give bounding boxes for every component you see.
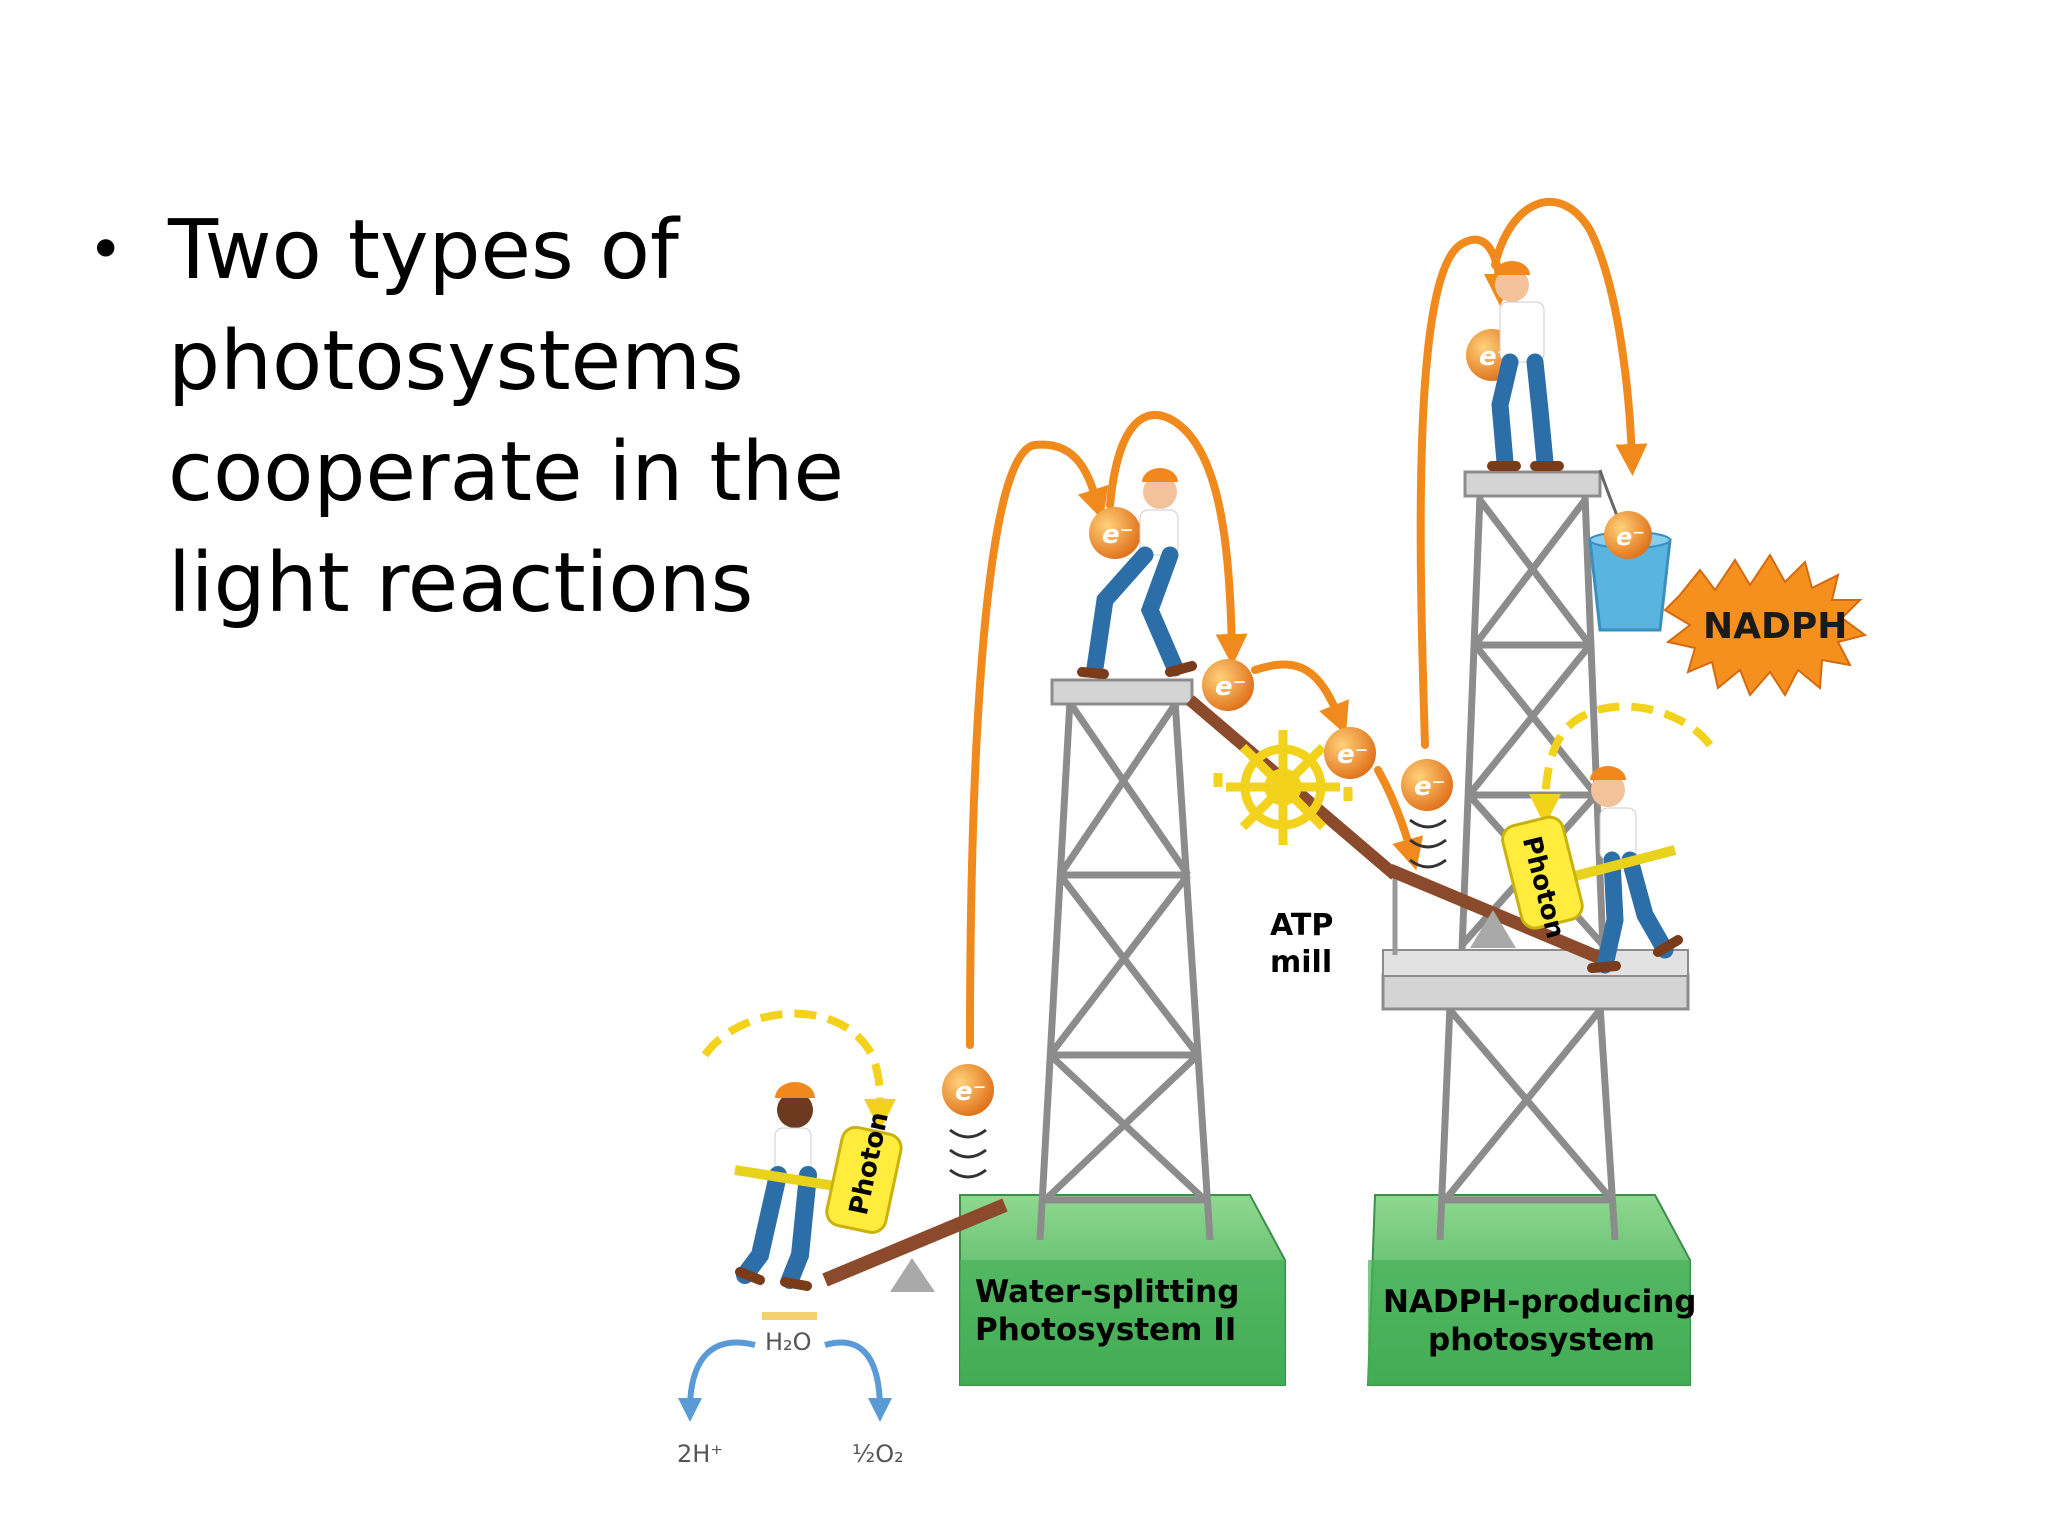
electron-label: e⁻ xyxy=(1102,520,1133,550)
ps2-label-line1: Water-splitting xyxy=(975,1274,1239,1310)
electron-label: e⁻ xyxy=(1215,672,1246,702)
ps1-lower-platform xyxy=(1381,973,1690,1011)
oxygen-label: ½O₂ xyxy=(852,1440,904,1468)
proton-arrow xyxy=(678,1339,756,1422)
atp-mill-label-line2: mill xyxy=(1270,945,1332,980)
photon-path-left xyxy=(701,1009,897,1131)
nadph-burst: NADPH xyxy=(1663,553,1868,697)
electron-5: e⁻ xyxy=(1401,759,1453,869)
atp-mill-wheel xyxy=(1213,730,1353,845)
electron-4: e⁻ xyxy=(1324,727,1376,779)
worker-top xyxy=(1487,261,1564,471)
ps1-label-line2: photosystem xyxy=(1428,1322,1655,1358)
electron-label: e⁻ xyxy=(1414,772,1445,802)
water-marker xyxy=(762,1312,817,1320)
left-lever xyxy=(822,1198,1008,1287)
ps2-label-line2: Photosystem II xyxy=(975,1312,1236,1348)
electron-3: e⁻ xyxy=(1202,659,1254,711)
bullet-marker: • xyxy=(88,215,124,285)
electron-label: e⁻ xyxy=(955,1077,986,1107)
photon-mallet-left: Photon xyxy=(825,1109,903,1234)
ps1-base xyxy=(1366,1194,1691,1386)
bullet-item: • Two types of photosystems cooperate in… xyxy=(88,195,988,639)
ps1-tower-lower xyxy=(1436,1004,1619,1241)
atp-mill-label-line1: ATP xyxy=(1270,908,1333,943)
photon-mallet-right: Photon xyxy=(1501,815,1584,942)
water-label: H₂O xyxy=(765,1328,812,1356)
electron-1: e⁻ xyxy=(942,1064,994,1179)
electron-label: e⁻ xyxy=(1616,523,1645,551)
electron-label: e⁻ xyxy=(1337,740,1368,770)
photon-path-right xyxy=(1529,702,1714,826)
worker-right xyxy=(1558,766,1683,974)
nadph-bucket: e⁻ xyxy=(1588,469,1672,632)
electron-2: e⁻ xyxy=(1089,507,1141,559)
left-fulcrum xyxy=(890,1258,935,1292)
ps2-base xyxy=(959,1194,1286,1386)
ps1-label-line1: NADPH-producing xyxy=(1383,1284,1697,1320)
oxygen-arrow xyxy=(824,1339,892,1422)
proton-label: 2H⁺ xyxy=(677,1440,723,1468)
right-fulcrum xyxy=(1470,910,1516,948)
ps2-platform xyxy=(1050,678,1194,706)
worker-middle xyxy=(1077,468,1197,679)
nadph-label: NADPH xyxy=(1703,606,1847,647)
bullet-text: Two types of photosystems cooperate in t… xyxy=(168,203,844,631)
ps1-top-platform xyxy=(1463,470,1602,498)
electron-path-arrows xyxy=(966,198,1648,1049)
ps2-tower xyxy=(1036,698,1214,1241)
right-lever xyxy=(1387,864,1608,966)
